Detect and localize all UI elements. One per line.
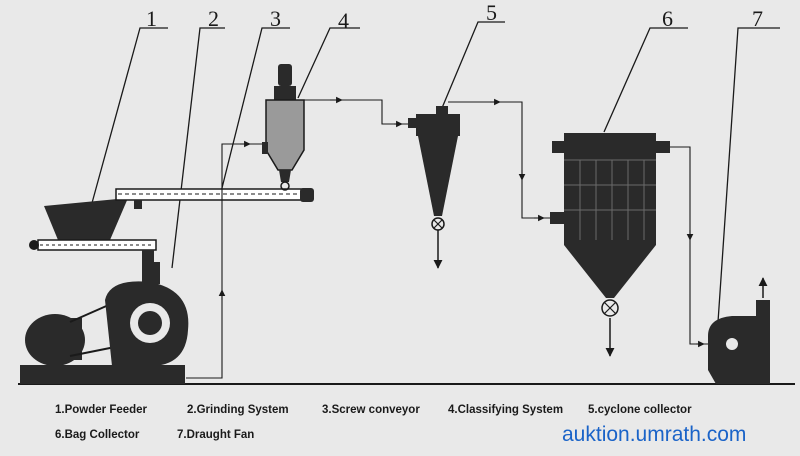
conveyor-motor xyxy=(300,188,314,202)
callout-2: 2 xyxy=(208,6,219,31)
legend-item-1: 1.Powder Feeder xyxy=(55,404,148,416)
leader-6 xyxy=(603,27,688,133)
callout-4: 4 xyxy=(338,8,349,33)
flow-bag-to-fan xyxy=(670,146,708,345)
draught-fan xyxy=(708,277,770,384)
leader-3 xyxy=(219,27,290,197)
flow-lines xyxy=(186,96,708,379)
bag-collector xyxy=(550,133,670,357)
legend-item-7: 7.Draught Fan xyxy=(177,429,255,441)
callout-7: 7 xyxy=(752,6,763,31)
grinding-system xyxy=(20,262,189,384)
leader-1 xyxy=(91,27,168,204)
legend-item-2: 2.Grinding System xyxy=(187,404,289,416)
flow-classifier-to-cyclone xyxy=(298,99,408,125)
callout-leaders xyxy=(91,21,780,323)
bag-collector-hopper xyxy=(564,245,656,298)
flow-cyclone-to-bag xyxy=(448,101,550,219)
leader-7 xyxy=(717,27,780,323)
legend-item-3: 3.Screw conveyor xyxy=(322,404,420,416)
cyclone-cone xyxy=(418,136,458,216)
bag-collector-body xyxy=(564,133,656,245)
mill-base xyxy=(20,365,185,384)
mill-inlet xyxy=(142,262,160,284)
callout-1: 1 xyxy=(146,6,157,31)
feeder-motor xyxy=(29,240,39,250)
legend-item-4: 4.Classifying System xyxy=(448,404,564,416)
callout-6: 6 xyxy=(662,6,673,31)
feeder-hopper xyxy=(44,198,128,240)
screw-conveyor xyxy=(115,188,314,209)
cyclone-collector xyxy=(408,106,460,269)
leader-2 xyxy=(171,27,225,269)
leader-4 xyxy=(297,27,360,99)
classifier-body xyxy=(265,99,305,171)
powder-feeder xyxy=(29,198,157,262)
legend-item-6: 6.Bag Collector xyxy=(55,429,140,441)
classifier-motor xyxy=(278,64,292,86)
callout-5: 5 xyxy=(486,0,497,25)
fan-hub xyxy=(726,338,738,350)
fan-housing xyxy=(708,316,770,384)
callout-3: 3 xyxy=(270,6,281,31)
watermark-text: auktion.umrath.com xyxy=(562,423,747,446)
cyclone-top xyxy=(416,114,460,136)
legend-item-5: 5.cyclone collector xyxy=(588,404,692,416)
classifying-system xyxy=(262,64,305,191)
leader-5 xyxy=(441,21,505,109)
